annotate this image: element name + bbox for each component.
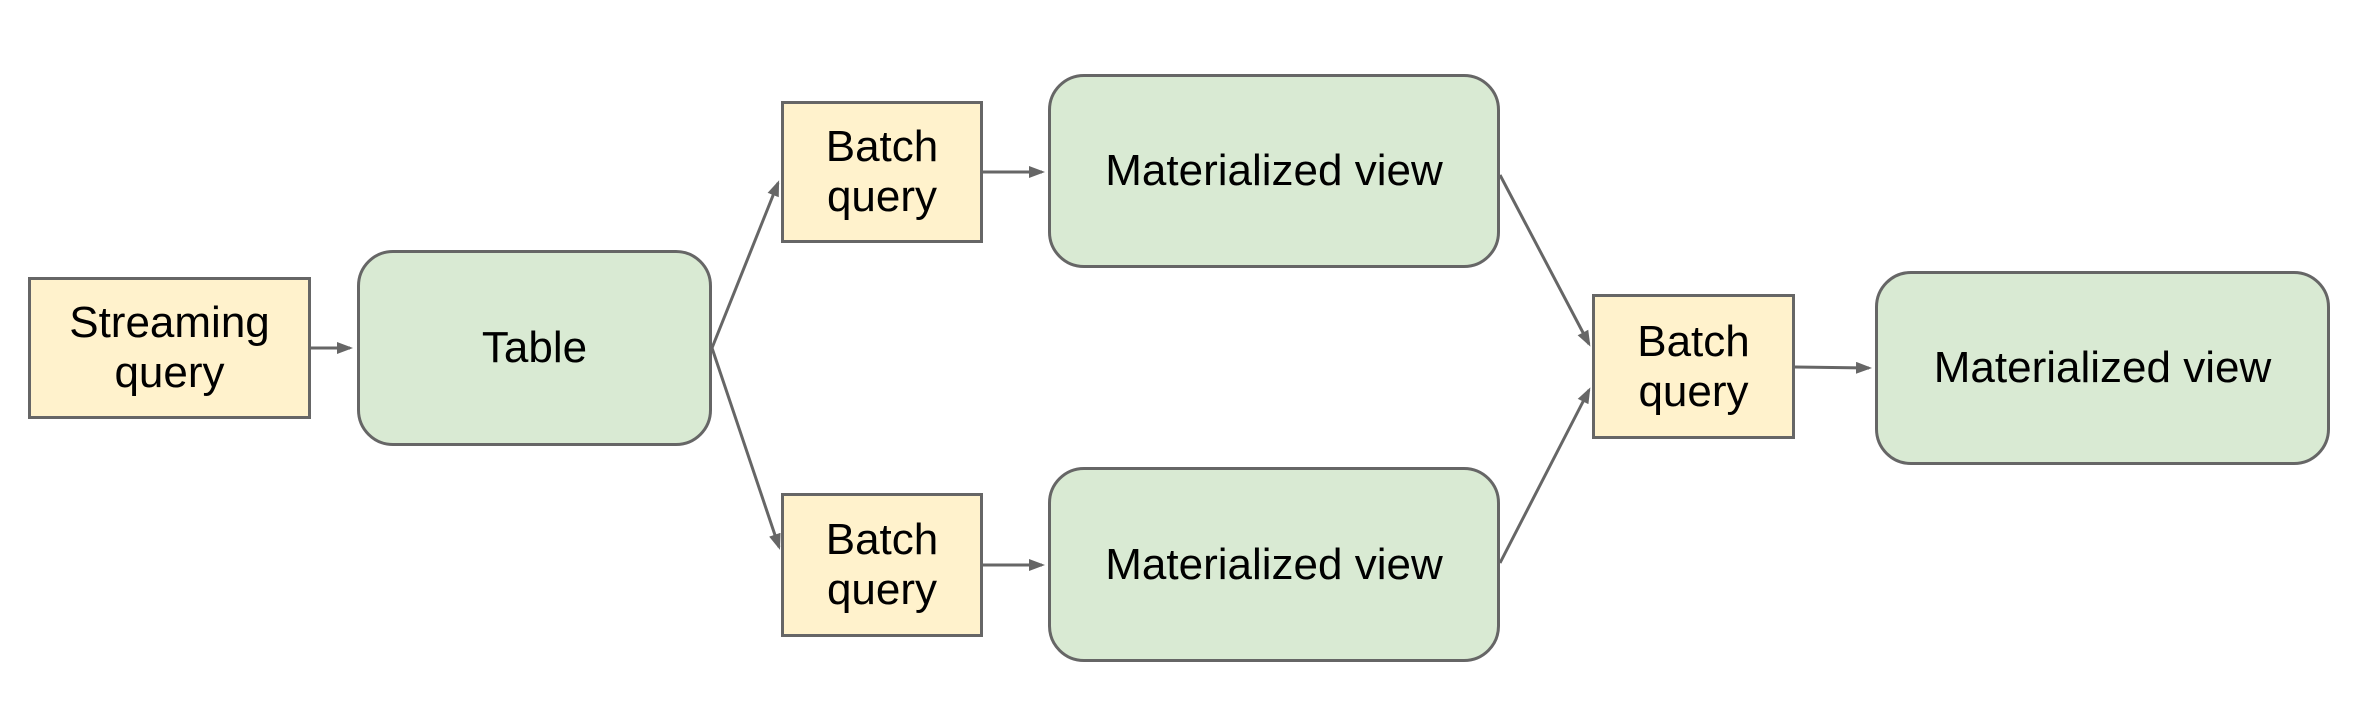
node-streaming-query: Streaming query (28, 277, 311, 419)
node-materialized-view-top: Materialized view (1048, 74, 1500, 268)
node-batch-query-right: Batch query (1592, 294, 1795, 439)
edge-table-to-batch-query-top (710, 180, 780, 349)
node-label: Materialized view (1105, 146, 1443, 195)
node-batch-query-bottom: Batch query (781, 493, 983, 637)
node-batch-query-top: Batch query (781, 101, 983, 243)
edge-table-to-batch-query-bottom (710, 347, 781, 550)
edge-materialized-view-top-to-batch-query-right (1498, 174, 1591, 347)
node-label: Materialized view (1933, 343, 2272, 392)
node-table: Table (357, 250, 712, 446)
edge-batch-query-right-to-materialized-view-right (1794, 361, 1872, 374)
node-label: Streaming query (69, 298, 270, 397)
node-label: Materialized view (1105, 539, 1443, 589)
edge-materialized-view-bottom-to-batch-query-right (1498, 387, 1591, 564)
node-materialized-view-bottom: Materialized view (1048, 467, 1500, 662)
node-label: Batch query (1637, 316, 1750, 416)
node-label: Batch query (825, 515, 939, 614)
node-materialized-view-right: Materialized view (1875, 271, 2330, 465)
node-label: Batch query (825, 122, 939, 221)
node-label: Table (481, 323, 588, 372)
